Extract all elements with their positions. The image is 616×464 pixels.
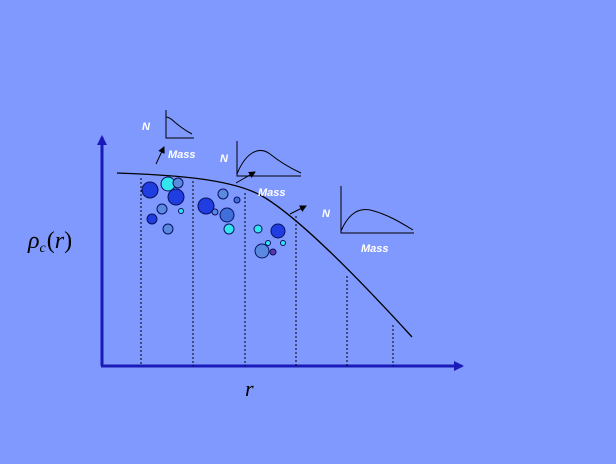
inset-axes — [340, 186, 414, 234]
cluster — [178, 208, 184, 214]
y-axis-label: ρc(r) — [27, 228, 72, 256]
x-axis-label: r — [245, 376, 254, 401]
inset-mass-label: Mass — [361, 243, 389, 255]
radial-bin-lines — [140, 178, 394, 366]
inset-n-label: N — [220, 153, 229, 165]
mass-function-inset-1: N Mass — [142, 110, 196, 165]
inset-n-label: N — [322, 208, 331, 220]
cluster — [162, 223, 174, 235]
cluster — [270, 223, 286, 239]
inset-pointer-arrow — [235, 171, 256, 184]
cluster-group-3 — [253, 223, 286, 259]
cluster — [219, 207, 235, 223]
inset-pointer-arrow — [289, 205, 307, 215]
inset-curve — [236, 150, 302, 175]
cluster — [156, 203, 168, 215]
inset-axes — [165, 110, 194, 139]
y-axis-label-subscript: c — [40, 241, 47, 256]
cluster — [254, 243, 270, 259]
inset-curve — [340, 208, 414, 232]
cluster — [197, 197, 215, 215]
cluster — [233, 196, 241, 204]
cluster-group-2 — [197, 188, 241, 235]
cluster — [211, 208, 219, 216]
cluster — [167, 188, 185, 206]
inset-curve — [165, 116, 193, 135]
density-profile-curve — [116, 172, 413, 338]
y-axis-label-variable: r — [55, 228, 65, 254]
mass-function-inset-3: N Mass — [289, 186, 414, 255]
cluster-group-1 — [141, 176, 185, 235]
cluster — [253, 224, 263, 234]
cluster — [223, 223, 235, 235]
cluster — [146, 213, 158, 225]
y-axis-label-open-paren: ( — [47, 228, 55, 254]
y-axis-label-close-paren: ) — [64, 228, 72, 254]
cluster — [217, 188, 229, 200]
inset-mass-label: Mass — [258, 187, 286, 199]
inset-n-label: N — [142, 121, 151, 133]
mass-function-inset-2: N Mass — [220, 141, 302, 199]
inset-pointer-arrow — [155, 146, 165, 165]
cluster — [172, 177, 184, 189]
cluster — [265, 240, 271, 246]
inset-mass-label: Mass — [168, 149, 196, 161]
cluster — [280, 240, 286, 246]
inset-axes — [236, 141, 301, 177]
cluster — [269, 248, 277, 256]
cluster — [141, 181, 159, 199]
y-axis-label-symbol: ρ — [27, 228, 40, 254]
